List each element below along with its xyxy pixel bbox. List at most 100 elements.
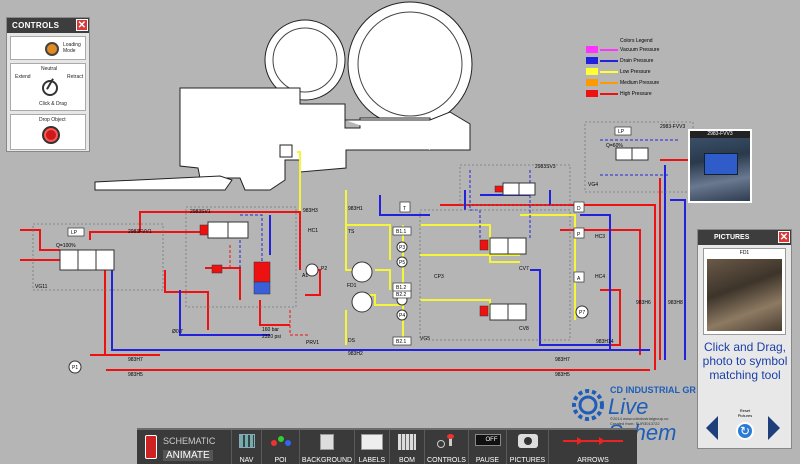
- label-q60: Q=60%: [606, 143, 623, 149]
- label-h1: 983H1: [348, 206, 363, 212]
- label-h6: 983H6: [636, 300, 651, 306]
- low-pressure-lines: [297, 151, 576, 345]
- labels-button[interactable]: LABELS: [355, 430, 390, 464]
- label-port-d: D: [577, 206, 581, 212]
- label-fd1: FD1: [347, 283, 357, 289]
- nav-button[interactable]: NAV: [232, 430, 262, 464]
- reset-pictures-label: Reset Pictures: [737, 408, 753, 418]
- legend-title: Colors Legend: [620, 38, 653, 44]
- label-hc4: HC4: [595, 274, 605, 280]
- background-icon: [320, 434, 334, 450]
- labels-icon: [361, 434, 383, 450]
- prev-picture-button[interactable]: [706, 416, 718, 440]
- component-photo-fvv3[interactable]: 2983-FVV3: [688, 129, 752, 203]
- bom-button[interactable]: BOM: [390, 430, 425, 464]
- schematic-label: SCHEMATIC: [163, 436, 216, 446]
- bom-label: BOM: [399, 457, 415, 464]
- phone-icon: [145, 435, 157, 459]
- label-ds: DS: [348, 338, 356, 344]
- label-p4: P4: [399, 313, 405, 319]
- label-port-a: A: [577, 276, 581, 282]
- label-port-t: T: [403, 206, 406, 212]
- label-cv7: CV7: [519, 266, 529, 272]
- bom-icon: [398, 434, 416, 450]
- pause-toggle[interactable]: OFF: [474, 434, 501, 446]
- retract-label: Retract: [67, 74, 84, 80]
- arrows-label: ARROWS: [577, 457, 609, 464]
- label-h5b: 983H5: [555, 372, 570, 378]
- label-hc3: HC3: [595, 234, 605, 240]
- label-v2: 2983SV1: [190, 209, 211, 215]
- label-h3: 983H3: [303, 208, 318, 214]
- neutral-label: Neutral: [41, 66, 58, 72]
- label-port-p: P: [577, 232, 581, 238]
- controls-panel: CONTROLS ✕ Loading Mode Neutral Extend R…: [6, 17, 90, 152]
- label-v1: 2983FVV1: [128, 229, 152, 235]
- label-p2: P2: [321, 266, 327, 272]
- label-h8: 983H8: [668, 300, 683, 306]
- component-photo-caption: 2983-FVV3: [690, 131, 750, 138]
- loading-mode-icon: [45, 42, 59, 56]
- label-ts: TS: [348, 229, 355, 235]
- background-button[interactable]: BACKGROUND: [300, 430, 355, 464]
- label-vg4: VG4: [588, 182, 598, 188]
- picture-caption: FD1: [739, 250, 750, 256]
- label-vg5: VG5: [420, 336, 430, 342]
- pictures-label: PICTURES: [509, 457, 546, 464]
- label-lp-left: LP: [71, 230, 78, 236]
- poi-icon: [270, 434, 291, 450]
- pause-button[interactable]: OFF PAUSE: [469, 430, 507, 464]
- pictures-button[interactable]: PICTURES: [507, 430, 549, 464]
- pause-label: PAUSE: [475, 457, 500, 464]
- label-q100: Q=100%: [56, 243, 76, 249]
- label-cv8: CV8: [519, 326, 529, 332]
- label-h2: 983H2: [348, 351, 363, 357]
- label-b22: B2.2: [396, 292, 407, 298]
- label-bar160: 160 bar: [262, 327, 279, 333]
- legend-item-drain: Drain Pressure: [586, 55, 706, 66]
- label-p3: P3: [399, 245, 405, 251]
- machine-illustration: [94, 1, 473, 191]
- controls-close-button[interactable]: ✕: [76, 19, 88, 31]
- click-drag-label: Click & Drag: [39, 101, 67, 107]
- label-vg11: VG11: [35, 284, 48, 290]
- picture-frame[interactable]: FD1: [703, 248, 786, 335]
- pictures-close-button[interactable]: ✕: [778, 231, 790, 243]
- controls-button[interactable]: CONTROLS: [425, 430, 469, 464]
- watermark-company: CD INDUSTRIAL GR: [610, 385, 696, 395]
- labels-label: LABELS: [358, 457, 386, 464]
- pictures-title: PICTURES ✕: [698, 230, 791, 245]
- colors-legend: Colors Legend Vacuum Pressure Drain Pres…: [586, 38, 706, 99]
- next-picture-button[interactable]: [768, 416, 780, 440]
- label-lp-right: LP: [618, 129, 625, 135]
- lever-knob-icon[interactable]: [42, 78, 58, 96]
- label-p7: P7: [579, 310, 585, 316]
- poi-button[interactable]: POI: [262, 430, 300, 464]
- poi-label: POI: [274, 457, 287, 464]
- pictures-hint: Click and Drag, photo to symbol matching…: [702, 340, 788, 382]
- reset-pictures-button[interactable]: ↻: [736, 422, 754, 440]
- label-psi2320: 2320 psi: [262, 334, 281, 340]
- label-p5: P5: [399, 260, 405, 266]
- pressure-gauges: [68, 241, 589, 374]
- background-label: BACKGROUND: [301, 457, 353, 464]
- valve-blocks: [59, 147, 649, 321]
- extend-retract-control[interactable]: Neutral Extend Retract Click & Drag: [10, 63, 86, 111]
- drop-object-control: Drop Object: [10, 114, 86, 150]
- legend-item-vacuum: Vacuum Pressure: [586, 44, 706, 55]
- arrows-icon: [563, 434, 623, 448]
- label-prv1: PRV1: [306, 340, 319, 346]
- drop-object-button[interactable]: [42, 126, 60, 144]
- label-b12: B1.2: [396, 285, 407, 291]
- nav-label: NAV: [239, 457, 254, 464]
- loading-mode-button[interactable]: Loading Mode: [10, 36, 86, 60]
- watermark: CD INDUSTRIAL GR Live Schem ©2014 www.cd…: [568, 383, 698, 445]
- schematic-animate-button[interactable]: SCHEMATIC ANIMATE: [137, 430, 232, 464]
- legend-item-low: Low Pressure: [586, 66, 706, 77]
- component-photo[interactable]: [707, 259, 782, 331]
- pictures-panel: PICTURES ✕ FD1 Click and Drag, photo to …: [697, 229, 792, 449]
- arrows-button[interactable]: ARROWS: [549, 430, 637, 464]
- label-b11: B1.1: [396, 229, 407, 235]
- legend-item-high: High Pressure: [586, 88, 706, 99]
- camera-icon: [517, 434, 538, 448]
